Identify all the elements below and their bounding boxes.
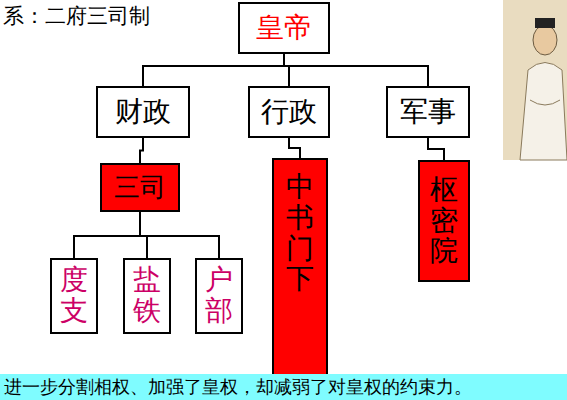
emperor-box: 皇帝 <box>238 2 330 54</box>
sub-office-box: 户部 <box>195 258 243 334</box>
tree-connector <box>143 54 284 86</box>
caption-band: 进一步分割相权、加强了皇权，却减弱了对皇权的约束力。 <box>0 374 567 400</box>
domain-box: 行政 <box>248 86 330 138</box>
domain-box: 财政 <box>96 86 190 138</box>
portrait-head <box>533 25 557 55</box>
node-label: 户部 <box>205 265 233 327</box>
node-label: 军事 <box>400 93 456 131</box>
node-label: 中书门下 <box>286 172 314 295</box>
portrait-robe <box>520 63 567 161</box>
node-label: 枢密院 <box>430 175 458 267</box>
tree-connector <box>140 138 143 163</box>
portrait-ground <box>503 0 567 160</box>
portrait-fold <box>530 100 560 105</box>
sub-office-box: 度支 <box>50 258 98 334</box>
tree-connector <box>284 54 428 86</box>
domain-box: 军事 <box>386 86 470 138</box>
caption-text: 进一步分割相权、加强了皇权，却减弱了对皇权的约束力。 <box>0 375 472 399</box>
office-column: 枢密院 <box>418 160 470 282</box>
office-column: 中书门下 <box>272 158 328 400</box>
tree-connector <box>289 138 300 158</box>
diagram-title: 系：二府三司制 <box>3 2 150 30</box>
node-label: 度支 <box>60 265 88 327</box>
node-label: 皇帝 <box>256 9 312 47</box>
node-label: 三司 <box>114 170 166 205</box>
node-label: 财政 <box>115 93 171 131</box>
tree-connector <box>74 212 140 258</box>
node-label: 行政 <box>261 93 317 131</box>
sub-office-box: 盐铁 <box>123 258 171 334</box>
tree-connector <box>428 138 444 160</box>
tree-connector <box>140 212 219 258</box>
node-label: 盐铁 <box>133 265 161 327</box>
portrait-hat <box>535 18 555 28</box>
office-box: 三司 <box>100 163 180 212</box>
